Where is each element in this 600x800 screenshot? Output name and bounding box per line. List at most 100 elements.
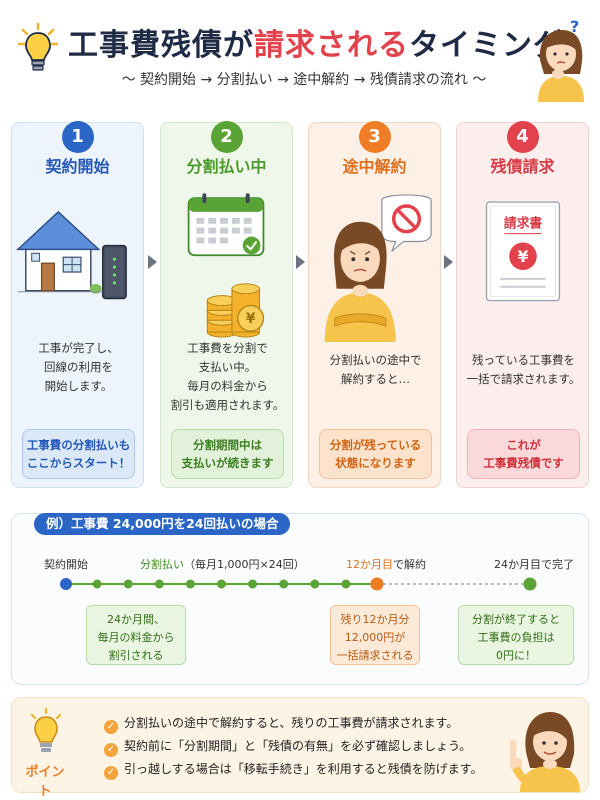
box-line: 24か月間、 xyxy=(107,613,165,626)
timeline-complete-box: 分割が終了すると 工事費の負担は 0円に！ xyxy=(458,605,574,665)
invoice-illustration: 請求書 ¥ xyxy=(485,201,561,302)
page-subtitle: 〜 契約開始 → 分割払い → 途中解約 → 残債請求の流れ 〜 xyxy=(121,72,487,88)
box-line: 一括請求される xyxy=(336,649,414,662)
box-line: 0円に！ xyxy=(496,649,536,662)
yen-symbol: ¥ xyxy=(518,247,529,266)
cancel-month: 12か月目 xyxy=(346,558,393,571)
step-number: 1 xyxy=(61,121,94,153)
step-note: 分割期間中は 支払いが続きます xyxy=(171,429,284,479)
step-number: 2 xyxy=(210,121,243,153)
step-number: 4 xyxy=(506,121,539,153)
desc-line: 分割払いの途中で xyxy=(329,353,422,367)
step-card-cancellation: 3 途中解約 分割払いの途中で 解約すると… 分割が残っている 状態になります xyxy=(308,121,441,488)
question-mark: ? xyxy=(570,17,579,36)
lightbulb-icon xyxy=(18,22,58,71)
timeline-track xyxy=(60,577,537,591)
desc-line: 一括で請求されます。 xyxy=(466,372,581,386)
yen-symbol: ¥ xyxy=(246,311,256,327)
step-card-contract-start: 1 契約開始 工事が完了し、 回線の利用を 開始します。 工事費の分割払いも こ… xyxy=(11,121,144,488)
timeline-cancel-label: 12か月目で解約 xyxy=(346,556,426,572)
box-line: 残り12か月分 xyxy=(340,613,410,626)
box-line: 工事費の負担は xyxy=(477,631,555,644)
arrow-right-icon xyxy=(444,255,453,269)
desc-line: 残っている工事費を xyxy=(472,353,575,367)
installment-detail: （毎月1,000円×24回） xyxy=(184,558,305,571)
desc-line: 解約すると… xyxy=(341,372,410,386)
desc-line: 工事が完了し、 xyxy=(38,341,119,355)
point-item: ✓ 引っ越しする場合は「移転手続き」を利用すると残債を防げます。 xyxy=(104,760,483,780)
timeline-installment-dot xyxy=(217,579,226,589)
desc-line: 割引も適用されます。 xyxy=(170,398,285,412)
timeline-lump-sum-box: 残り12か月分 12,000円が 一括請求される xyxy=(330,605,420,665)
step-card-remaining-debt: 4 残債請求 請求書 ¥ 残っている工事費を 一括で請求されます。 これが 工事… xyxy=(456,121,589,488)
point-label: ポイント xyxy=(25,765,65,799)
installment-label: 分割払い xyxy=(140,558,184,571)
note-line: 工事費残債です xyxy=(483,456,564,470)
desc-line: 回線の利用を xyxy=(44,360,113,374)
timeline-end-label: 24か月目で完了 xyxy=(494,558,574,571)
note-line: 状態になります xyxy=(335,456,416,470)
title-part-2: 請求される xyxy=(254,28,409,63)
box-line: 割引される xyxy=(108,649,164,662)
arrow-right-icon xyxy=(296,255,305,269)
check-icon: ✓ xyxy=(104,766,118,780)
box-line: 12,000円が xyxy=(344,631,406,644)
timeline-end-dot xyxy=(523,577,537,591)
worried-woman-illustration xyxy=(324,194,432,342)
box-line: 分割が終了すると xyxy=(472,613,560,626)
arrow-right-icon xyxy=(148,255,157,269)
invoice-label: 請求書 xyxy=(504,216,543,232)
step-description: 工事が完了し、 回線の利用を 開始します。 xyxy=(16,339,141,396)
note-line: 分割が残っている xyxy=(329,438,422,452)
step-title: 契約開始 xyxy=(45,157,110,176)
timeline-installment-dot xyxy=(310,579,320,589)
cancel-suffix: で解約 xyxy=(393,558,426,571)
note-line: これが xyxy=(506,438,541,452)
title-part-1: 工事費残債が xyxy=(68,28,254,63)
house-router-illustration xyxy=(16,210,127,300)
note-line: 支払いが続きます xyxy=(181,456,274,470)
desc-line: 毎月の料金から xyxy=(187,379,268,393)
timeline-installment-dot xyxy=(341,579,351,589)
box-line: 毎月の料金から xyxy=(97,631,175,644)
timeline-installment-dot xyxy=(279,579,289,589)
title-part-3: タイミング xyxy=(409,28,564,63)
step-title: 分割払い中 xyxy=(186,157,267,176)
timeline-cancel-dot xyxy=(370,577,384,591)
point-item: ✓ 分割払いの途中で解約すると、残りの工事費が請求されます。 xyxy=(104,714,458,734)
timeline-installment-label: 分割払い（毎月1,000円×24回） xyxy=(140,556,305,572)
step-card-installment: 2 分割払い中 ¥ 工事費を分割で 支払い中。 毎月の料金から 割引も適用されま… xyxy=(160,121,293,488)
timeline-installment-dot xyxy=(248,579,258,589)
page-title: 工事費残債が請求されるタイミング xyxy=(68,20,563,64)
lightbulb-icon xyxy=(30,708,62,752)
check-icon: ✓ xyxy=(104,743,118,757)
timeline-start-label: 契約開始 xyxy=(44,558,88,571)
calendar-coins-illustration: ¥ xyxy=(187,193,265,338)
note-line: 工事費の分割払いも xyxy=(26,438,131,452)
timeline-installment-dot xyxy=(92,579,102,589)
note-line: ここからスタート！ xyxy=(26,456,131,470)
step-title: 残債請求 xyxy=(490,157,555,176)
timeline-installment-dot xyxy=(154,579,164,589)
step-description: 工事費を分割で 支払い中。 毎月の料金から 割引も適用されます。 xyxy=(165,339,290,415)
point-text: 契約前に「分割期間」と「残債の有無」を必ず確認しましょう。 xyxy=(124,739,472,753)
example-title: 例）工事費 24,000円を24回払いの場合 xyxy=(34,513,291,535)
thinking-woman-illustration: ? xyxy=(538,17,584,102)
desc-line: 工事費を分割で xyxy=(187,341,268,355)
desc-line: 開始します。 xyxy=(44,379,113,393)
point-item: ✓ 契約前に「分割期間」と「残債の有無」を必ず確認しましょう。 xyxy=(104,737,471,757)
step-title: 途中解約 xyxy=(342,157,407,176)
step-note: 工事費の分割払いも ここからスタート！ xyxy=(22,429,135,479)
note-line: 分割期間中は xyxy=(193,438,262,452)
desc-line: 支払い中。 xyxy=(198,360,257,374)
timeline-installment-dot xyxy=(185,579,195,589)
step-note: これが 工事費残債です xyxy=(467,429,580,479)
step-description: 残っている工事費を 一括で請求されます。 xyxy=(461,351,586,389)
step-note: 分割が残っている 状態になります xyxy=(319,429,432,479)
timeline-discount-box: 24か月間、 毎月の料金から 割引される xyxy=(86,605,186,665)
point-text: 分割払いの途中で解約すると、残りの工事費が請求されます。 xyxy=(124,716,459,730)
timeline-start-dot xyxy=(60,578,72,590)
check-icon: ✓ xyxy=(104,720,118,734)
point-text: 引っ越しする場合は「移転手続き」を利用すると残債を防げます。 xyxy=(124,762,483,776)
step-description: 分割払いの途中で 解約すると… xyxy=(313,351,438,389)
